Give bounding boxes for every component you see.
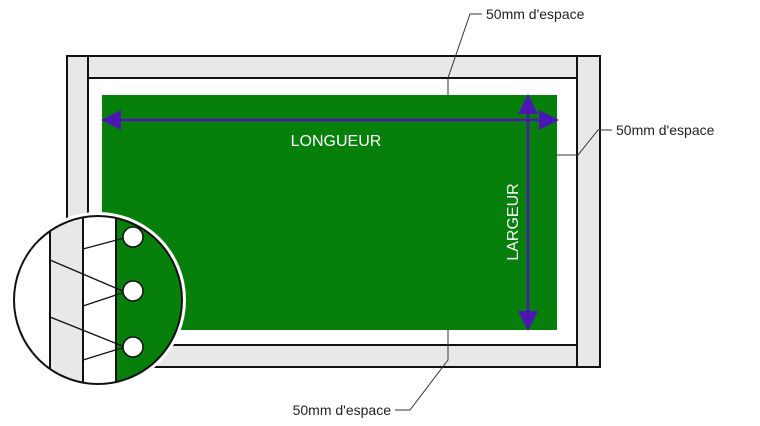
length-label: LONGUEUR <box>291 133 382 150</box>
anchor-point <box>122 280 144 302</box>
gap-label-top: 50mm d'espace <box>486 6 585 22</box>
gap-label-bottom: 50mm d'espace <box>293 402 392 418</box>
leader-lines <box>395 13 612 411</box>
width-label: LARGEUR <box>505 183 522 260</box>
anchor-point <box>122 226 144 248</box>
anchor-point <box>122 336 144 358</box>
anchor-ropes <box>49 236 129 361</box>
gap-label-right: 50mm d'espace <box>616 122 715 138</box>
